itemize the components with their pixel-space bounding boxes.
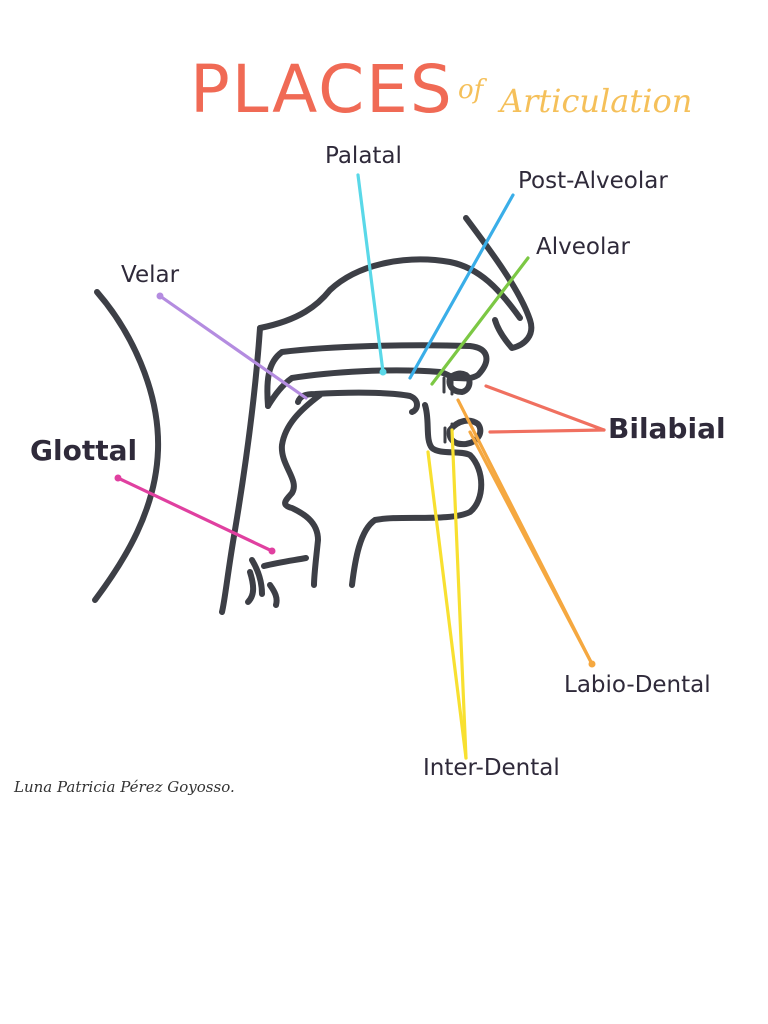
pharynx-back-wall [92, 289, 162, 603]
leader-dot-velar-start-3 [156, 292, 164, 300]
label-post-alveolar: Post-Alveolar [518, 168, 668, 194]
leader-inter-dental-10 [450, 428, 468, 760]
label-glottal: Glottal [30, 434, 137, 467]
nose [463, 215, 535, 351]
title-of: of [458, 75, 488, 105]
leader-bilabial-5 [484, 384, 606, 432]
leader-alveolar-2 [430, 256, 530, 386]
label-labio-dental: Labio-Dental [564, 672, 711, 698]
label-velar: Velar [121, 262, 180, 288]
leader-post-alveolar-1 [408, 193, 515, 380]
back-of-head-line [219, 325, 263, 615]
vocal-tract-outline [92, 215, 535, 615]
leader-dot-glottal-end-4 [268, 547, 276, 555]
leader-bilabial-6 [488, 428, 606, 434]
label-inter-dental: Inter-Dental [423, 755, 560, 781]
leader-labio-dental-8 [468, 430, 594, 666]
upper-teeth [442, 374, 454, 396]
leader-velar-3 [158, 294, 308, 400]
label-bilabial: Bilabial [608, 412, 726, 445]
leader-dot-palatal-end-0 [379, 368, 387, 376]
lower-jaw [349, 402, 485, 588]
leader-palatal-0 [356, 173, 385, 374]
leader-glottal-4 [116, 476, 274, 553]
leader-dot-glottal-start-4 [114, 474, 122, 482]
hard-palate-lower [265, 367, 458, 409]
hard-palate [264, 342, 490, 409]
leader-inter-dental-9 [426, 450, 468, 760]
title-sub: Articulation [497, 82, 692, 120]
leader-lines [114, 173, 606, 760]
label-alveolar: Alveolar [536, 234, 630, 260]
larynx [245, 555, 309, 608]
label-palatal: Palatal [325, 143, 402, 169]
signature: Luna Patricia Pérez Goyosso. [13, 778, 235, 796]
title-main: PLACES [190, 51, 454, 128]
nasal-cavity-roof [257, 256, 523, 331]
